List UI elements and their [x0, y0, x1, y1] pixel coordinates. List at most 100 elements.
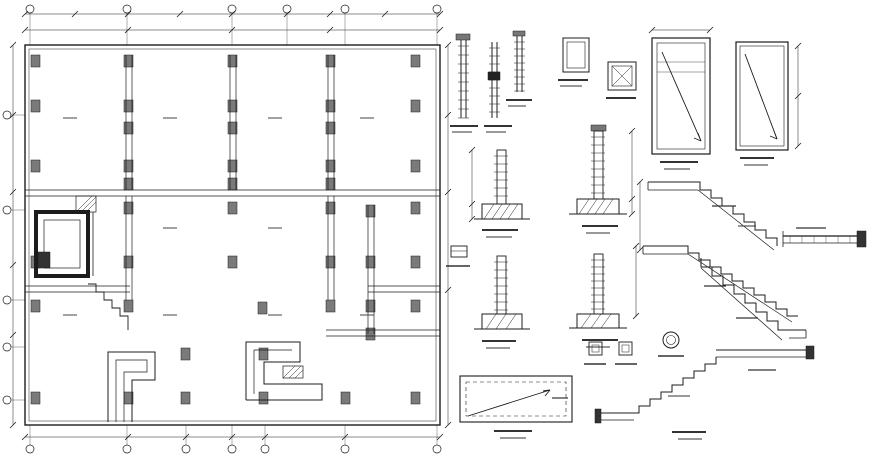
grid-bubble-top — [432, 4, 442, 14]
plan-column — [410, 99, 421, 113]
plan-column — [410, 255, 421, 269]
dim-tick — [628, 210, 636, 218]
dim-ticks-right — [444, 188, 452, 196]
plan-column — [410, 201, 421, 215]
stair-section-steps — [643, 245, 798, 317]
plan-column — [30, 299, 41, 313]
dim-ticks-top-1 — [381, 10, 389, 18]
grid-bubble-bottom — [260, 444, 270, 454]
dim-tick — [468, 146, 476, 154]
dim-ticks-top-2 — [21, 26, 29, 34]
dim-tick — [468, 215, 476, 223]
grid-bubble-bottom — [340, 444, 350, 454]
grid-bubble-top — [340, 4, 350, 14]
plan-column — [325, 299, 336, 313]
footing-hatch — [499, 203, 511, 220]
grid-bubble-bottom — [227, 444, 237, 454]
plan-column — [325, 121, 336, 135]
slab-support — [805, 345, 815, 360]
stair-section-steps — [628, 357, 717, 414]
footing-hatch — [491, 203, 503, 220]
footing-base — [576, 313, 620, 329]
grid-bubble-top — [282, 4, 292, 14]
dim-ticks-left — [9, 261, 17, 269]
footing-base — [481, 313, 523, 330]
plan-column — [325, 255, 336, 269]
plan-column — [123, 299, 134, 313]
stirrup-detail — [562, 37, 590, 73]
stair-plan-flight-line — [661, 51, 702, 142]
stirrup-inner — [611, 65, 633, 87]
dim-tick — [628, 195, 636, 203]
detail-arrow — [544, 389, 551, 397]
corridor-wall — [107, 351, 156, 422]
plan-column — [123, 159, 134, 173]
plan-column — [30, 391, 41, 405]
footing-hatch — [600, 313, 612, 329]
plan-column — [365, 327, 376, 341]
footing-base — [576, 198, 620, 215]
plan-outer-wall-inner — [28, 48, 437, 422]
plan-column — [365, 299, 376, 313]
footing-hatch — [507, 203, 519, 220]
stair-plan-inner — [739, 45, 785, 147]
plan-column — [410, 54, 421, 68]
dim-ticks-top-2 — [436, 26, 444, 34]
small-section-detail — [450, 245, 468, 258]
dim-ticks-top-1 — [436, 10, 444, 18]
dim-ticks-bottom — [21, 433, 29, 441]
plan-column — [123, 99, 134, 113]
grid-bubble-top — [122, 4, 132, 14]
plan-column — [123, 121, 134, 135]
detail-arrow — [542, 389, 551, 392]
footing-base — [481, 203, 523, 220]
plan-detail-dashed — [465, 381, 567, 417]
dim-ticks-right — [444, 41, 452, 49]
plan-column — [30, 54, 41, 68]
plan-column — [180, 391, 191, 405]
core-column — [37, 251, 51, 269]
detail-diagonal — [467, 389, 551, 417]
stirrup-inner — [566, 41, 586, 69]
slab-support — [856, 230, 867, 248]
dim-tick — [636, 246, 644, 254]
stair-plan-flight-line — [744, 53, 778, 140]
stair-section-steps — [700, 258, 806, 331]
grid-bubble-left — [2, 342, 12, 352]
grid-bubble-bottom — [432, 444, 442, 454]
footing-hatch — [586, 198, 598, 215]
grid-bubble-bottom — [25, 444, 35, 454]
column-section-inner — [591, 344, 600, 353]
plan-column — [365, 204, 376, 218]
stair-section-steps — [648, 181, 778, 246]
footing-column — [593, 130, 604, 200]
hatch-area — [282, 365, 304, 379]
stair-arrow — [693, 137, 702, 142]
dim-ticks-left — [9, 331, 17, 339]
hatch-line — [288, 365, 302, 379]
plan-column — [410, 391, 421, 405]
footing-hatch — [578, 198, 590, 215]
plan-column — [227, 54, 238, 68]
dim-ticks-right — [444, 111, 452, 119]
stair-arrow — [773, 130, 778, 140]
corridor-wall — [115, 359, 148, 422]
stair-plan-outer — [651, 37, 711, 155]
footing-hatch — [485, 313, 497, 330]
footing-hatch — [602, 198, 614, 215]
grid-bubble-left — [2, 110, 12, 120]
hatch-area — [75, 195, 97, 213]
plan-column — [30, 99, 41, 113]
plan-column — [410, 299, 421, 313]
stair-plan-outer — [735, 41, 789, 151]
footing-hatch — [580, 313, 592, 329]
plan-column — [227, 255, 238, 269]
dim-tick — [794, 142, 802, 150]
round-column-inner — [666, 335, 676, 345]
hatch-line — [80, 196, 97, 213]
dim-tick — [628, 127, 636, 135]
footing-column — [593, 253, 604, 315]
grid-bubble-top — [25, 4, 35, 14]
